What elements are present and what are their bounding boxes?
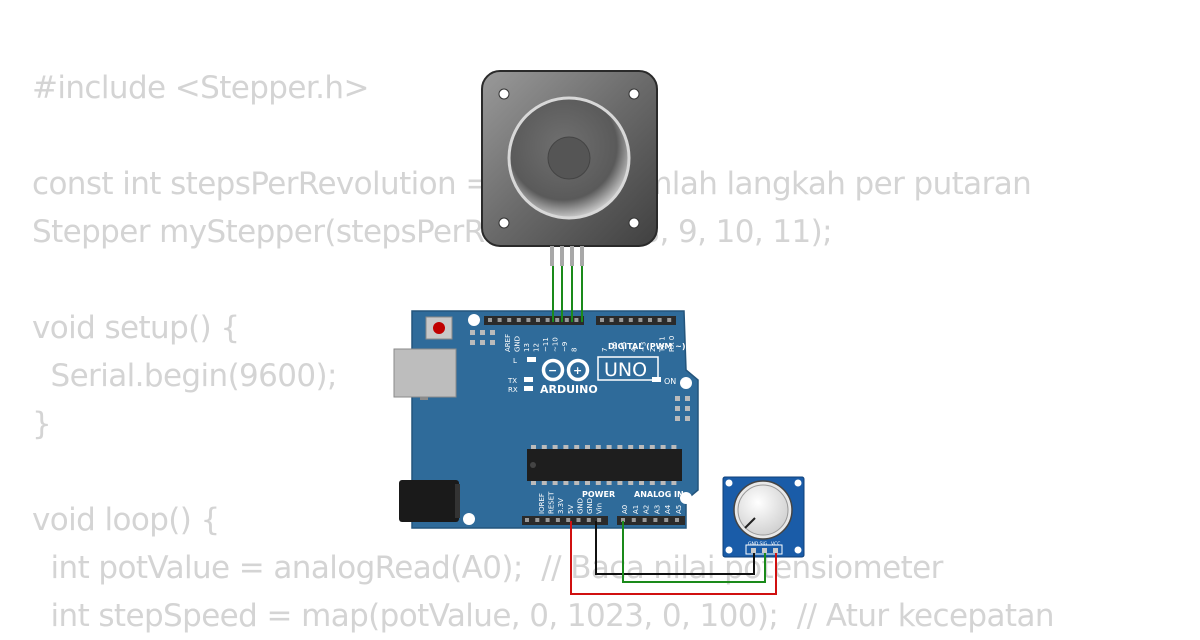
power-pin-label: RESET xyxy=(548,491,556,514)
digital-pin-label: ~9 xyxy=(561,342,569,352)
analog-pin-label: A5 xyxy=(675,505,683,514)
digital-pin-label: TX 1 xyxy=(659,336,667,353)
digital-pin-label: 2 xyxy=(649,348,657,352)
digital-pin-label: 12 xyxy=(533,343,541,352)
motor-screw-hole xyxy=(628,217,640,229)
digital-pin-label: AREF xyxy=(504,334,512,352)
code-line: int potValue = analogRead(A0); // Baca n… xyxy=(32,550,944,586)
digital-pin-label: GND xyxy=(514,336,522,352)
power-pin-label: 3.3V xyxy=(557,498,565,514)
power-pin-label: IOREF xyxy=(538,493,546,514)
wire-gnd-gnd xyxy=(595,521,755,575)
power-label: POWER xyxy=(582,490,615,499)
power-pin-label: GND xyxy=(586,498,594,514)
wire-5v-vcc xyxy=(570,521,777,595)
digital-pin-label: ~3 xyxy=(639,342,647,352)
usb-port xyxy=(393,348,457,398)
digital-pin-label: 7 xyxy=(601,348,609,352)
code-line: Serial.begin(9600); xyxy=(32,358,338,394)
motor-screw-hole xyxy=(628,88,640,100)
arduino-logo-text: ARDUINO xyxy=(540,383,598,396)
code-line: } xyxy=(32,406,52,442)
analog-pin-label: A3 xyxy=(653,505,661,514)
digital-pin-label: ~10 xyxy=(552,337,560,352)
digital-pin-label: ~5 xyxy=(620,342,628,352)
analog-pin-label: A2 xyxy=(643,505,651,514)
analog-pin-label: A4 xyxy=(664,504,672,514)
digital-pin-label: 13 xyxy=(523,343,531,352)
digital-pin-header[interactable] xyxy=(484,316,676,325)
led-on-label: ON xyxy=(664,377,676,386)
svg-text:−: − xyxy=(548,364,557,377)
wires xyxy=(552,266,777,595)
digital-pin-label: 4 xyxy=(630,347,638,352)
power-pin-label: Vin xyxy=(596,503,604,514)
pot-pin-label: VCC xyxy=(771,541,780,547)
digital-pin-label: RX 0 xyxy=(668,336,676,352)
stepper-motor[interactable] xyxy=(481,70,658,266)
code-line: void loop() { xyxy=(32,502,220,538)
led-tx-label: TX xyxy=(507,377,517,385)
wire-a0-sig xyxy=(622,521,766,583)
power-pin-label: GND xyxy=(576,498,584,514)
led-l-label: L xyxy=(513,357,517,365)
digital-pin-label: ~11 xyxy=(542,337,550,352)
motor-screw-hole xyxy=(498,217,510,229)
pot-pin-label: GND xyxy=(748,541,759,547)
digital-pin-label: ~6 xyxy=(611,341,619,352)
analog-pin-header[interactable] xyxy=(617,516,685,525)
motor-screw-hole xyxy=(498,88,510,100)
board-model: UNO xyxy=(604,359,647,381)
power-pin-header[interactable] xyxy=(522,516,608,525)
arduino-infinity-icon xyxy=(541,358,590,382)
code-line: int stepSpeed = map(potValue, 0, 1023, 0… xyxy=(32,598,1055,634)
power-pin-label: 5V xyxy=(567,505,575,514)
analog-label: ANALOG IN xyxy=(634,490,684,499)
dc-power-jack xyxy=(399,480,459,522)
atmega-chip xyxy=(527,449,682,481)
led-rx-label: RX xyxy=(508,386,518,394)
digital-pin-label: 8 xyxy=(571,348,579,352)
svg-text:+: + xyxy=(573,364,582,377)
pot-pin-label: SIG xyxy=(760,541,768,547)
code-line: #include <Stepper.h> xyxy=(32,70,369,106)
digital-label: DIGITAL (PWM ~) xyxy=(608,342,686,351)
analog-pin-label: A1 xyxy=(632,505,640,514)
analog-pin-label: A0 xyxy=(621,505,629,514)
code-line: void setup() { xyxy=(32,310,240,346)
